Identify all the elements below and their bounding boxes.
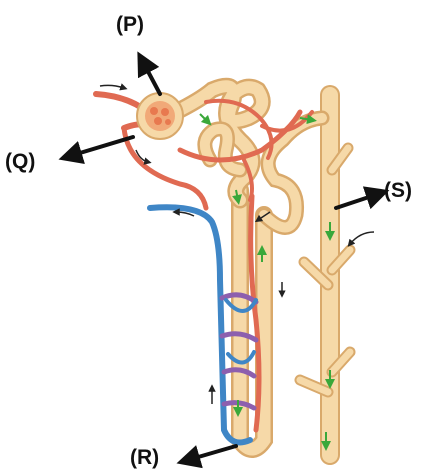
label-s: (S) (384, 179, 412, 202)
bowmans-capsule (137, 93, 183, 139)
pointer-q (70, 137, 133, 156)
pointer-s (336, 194, 378, 208)
collecting-duct (300, 95, 350, 455)
label-r: (R) (130, 446, 159, 469)
pointer-p (143, 62, 160, 94)
label-q: (Q) (5, 150, 35, 173)
flow-arrow-pct (200, 114, 208, 122)
label-p: (P) (116, 13, 144, 36)
pointer-r (188, 446, 236, 460)
proximal-tubule (176, 86, 262, 200)
flow-arrow-collecting-in (350, 232, 374, 244)
distal-tubule (264, 118, 322, 228)
flow-arrow-afferent (100, 85, 124, 88)
